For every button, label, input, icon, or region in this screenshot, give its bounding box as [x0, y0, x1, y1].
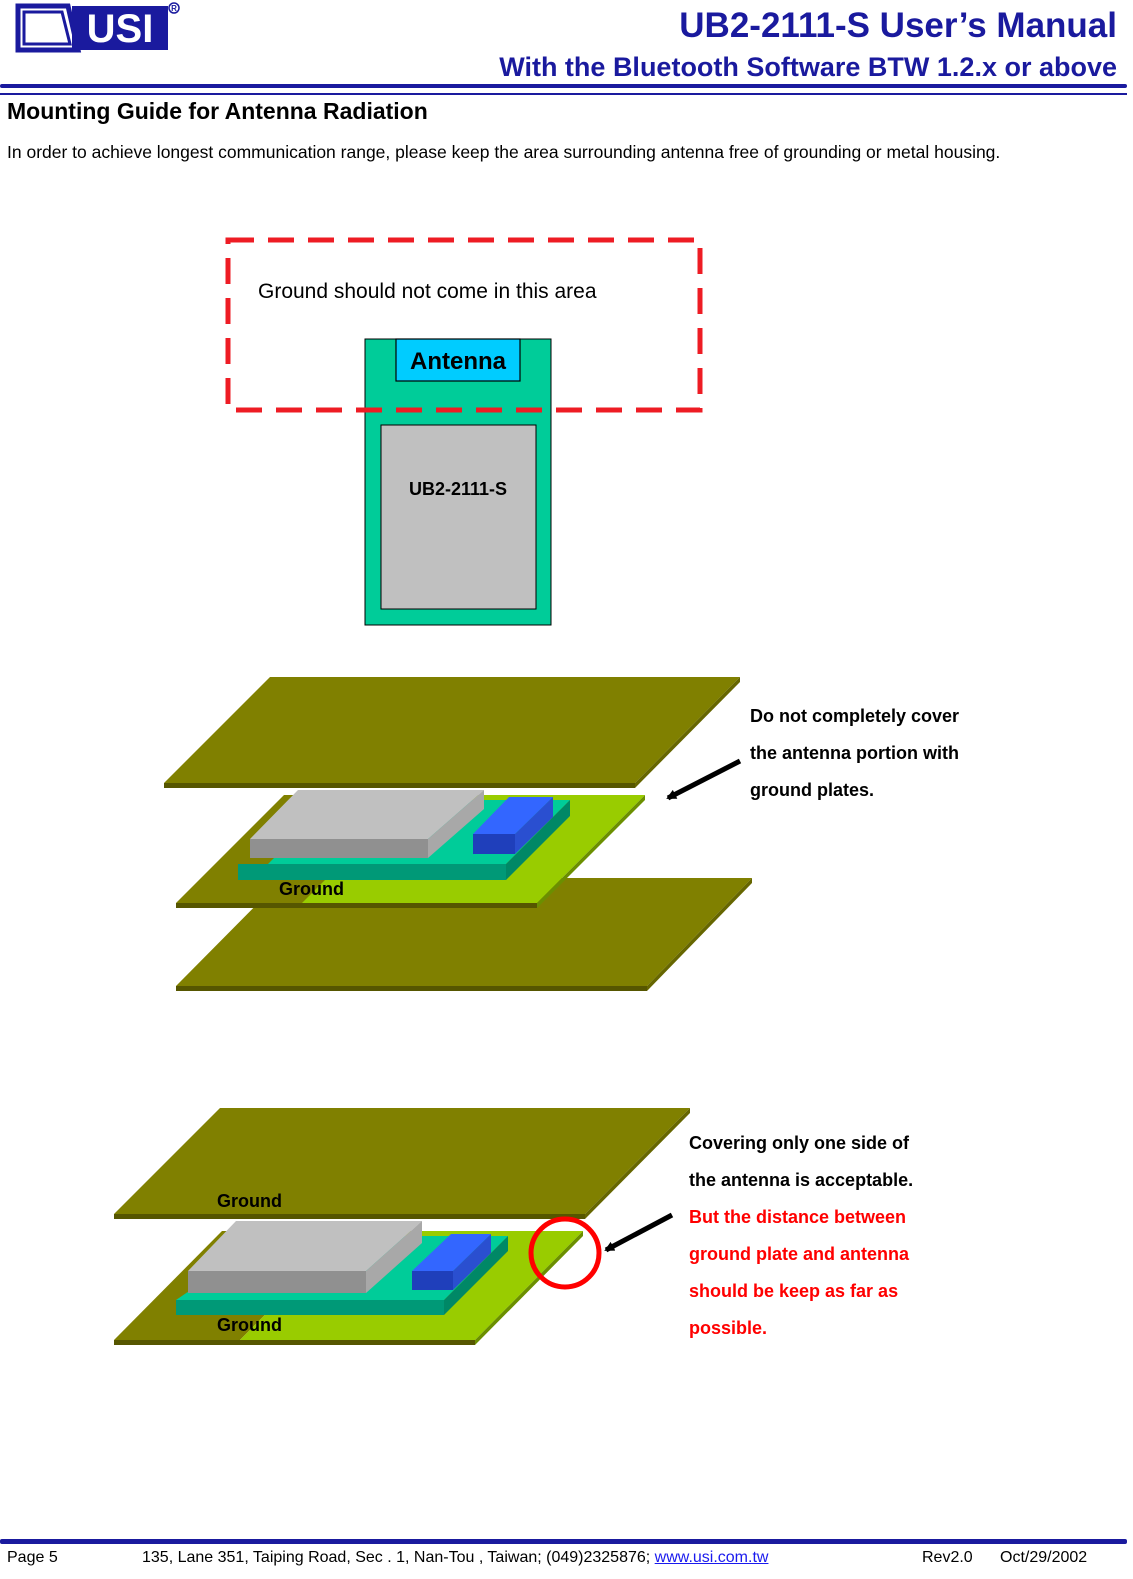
- ground-label-top: Ground: [217, 1191, 282, 1211]
- intro-paragraph: In order to achieve longest communicatio…: [7, 142, 1001, 162]
- arrow-pointer: [604, 1212, 674, 1253]
- antenna-block: [395, 338, 521, 382]
- note-line: Covering only one side of: [689, 1133, 910, 1153]
- distance-highlight-circle: [528, 1216, 602, 1290]
- note-line: should be keep as far as: [689, 1281, 898, 1301]
- bt-module: [238, 790, 570, 880]
- usi-logo-mark: USI R: [15, 2, 180, 53]
- keepout-diagram: Antenna UB2-2111-S Ground should not com…: [225, 237, 703, 626]
- module-label: UB2-2111-S: [409, 479, 507, 499]
- top-ground-plate: [164, 677, 740, 788]
- full-cover-diagram: Ground Do not completely cover the antenn…: [164, 677, 959, 991]
- note-line: the antenna is acceptable.: [689, 1170, 913, 1190]
- arrow-pointer: [666, 758, 742, 801]
- svg-text:R: R: [171, 4, 177, 13]
- antenna-3d: [412, 1234, 491, 1271]
- bt-module: [176, 1221, 508, 1315]
- footer-page-number: Page 5: [7, 1549, 58, 1566]
- manual-title: UB2-2111-S User’s Manual: [679, 6, 1117, 45]
- keepout-zone-label: Ground should not come in this area: [258, 280, 597, 303]
- note-line: ground plate and antenna: [689, 1244, 910, 1264]
- header-rule-thick: [0, 84, 1127, 88]
- one-side-cover-note: Covering only one side of the antenna is …: [689, 1133, 913, 1338]
- footer-address-text: 135, Lane 351, Taiping Road, Sec . 1, Na…: [142, 1549, 655, 1566]
- footer-date: Oct/29/2002: [1000, 1549, 1088, 1566]
- ground-label: Ground: [279, 879, 344, 899]
- ground-label-bottom: Ground: [217, 1315, 282, 1335]
- top-ground-plate: [114, 1108, 690, 1219]
- page-footer: Page 5 135, Lane 351, Taiping Road, Sec …: [0, 1549, 1133, 1571]
- full-cover-note: Do not completely cover the antenna porti…: [750, 706, 959, 800]
- section-heading: Mounting Guide for Antenna Radiation: [7, 98, 428, 124]
- usi-logo: USI R: [15, 2, 180, 53]
- module-chip-3d: [188, 1221, 422, 1271]
- header-rule-thin: [0, 93, 1127, 95]
- antenna-label: Antenna: [410, 348, 507, 375]
- module-chip-3d: [250, 790, 484, 839]
- module-chip: [380, 424, 537, 610]
- note-line: Do not completely cover: [750, 706, 959, 726]
- note-line: ground plates.: [750, 780, 874, 800]
- note-line: the antenna portion with: [750, 743, 959, 763]
- logo-text: USI: [87, 7, 154, 51]
- footer-address: 135, Lane 351, Taiping Road, Sec . 1, Na…: [142, 1549, 768, 1567]
- footer-rule: [0, 1539, 1127, 1544]
- antenna-3d: [473, 797, 553, 834]
- one-side-cover-diagram: Ground Ground Covering only one side of t…: [114, 1108, 913, 1345]
- footer-revision: Rev2.0: [922, 1549, 973, 1566]
- footer-website-link[interactable]: www.usi.com.tw: [654, 1549, 769, 1566]
- manual-subtitle: With the Bluetooth Software BTW 1.2.x or…: [499, 52, 1117, 82]
- note-line: possible.: [689, 1318, 767, 1338]
- note-line: But the distance between: [689, 1207, 906, 1227]
